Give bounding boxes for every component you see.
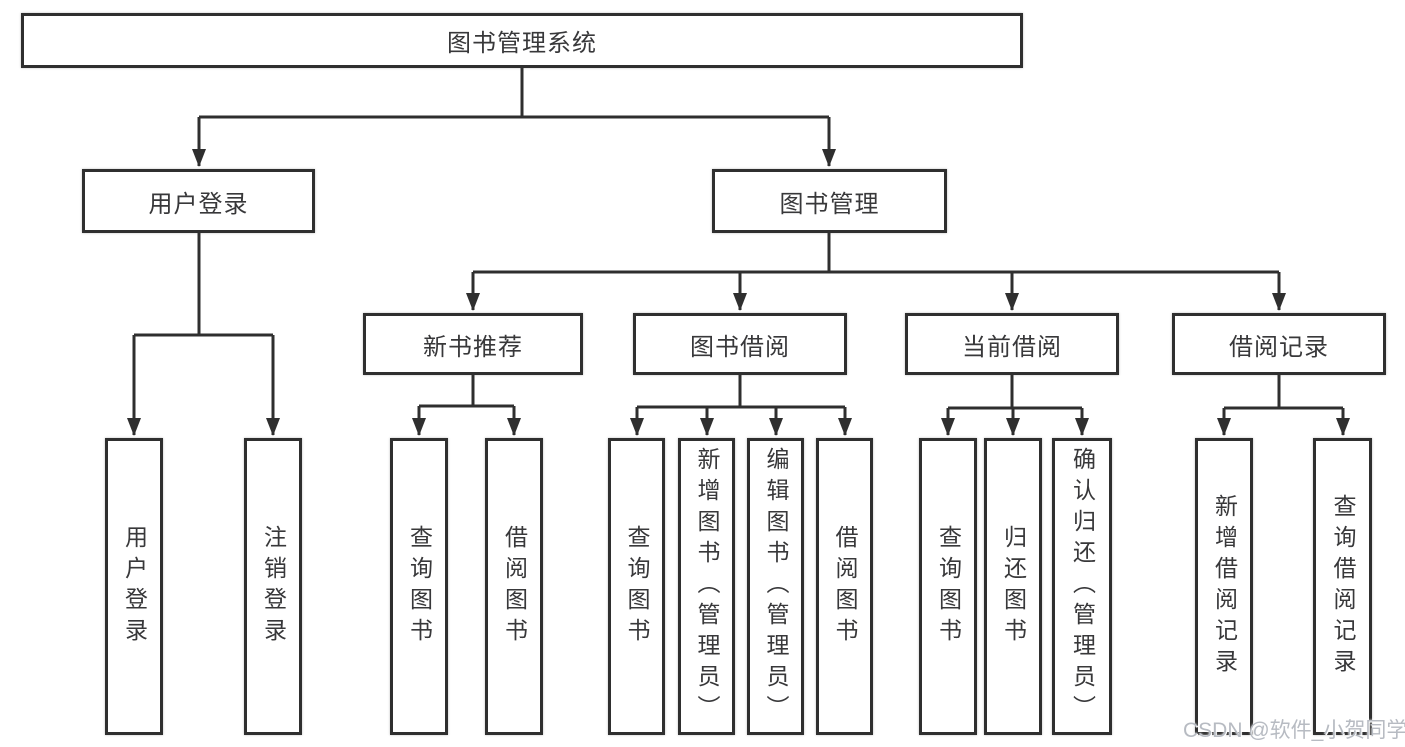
book-borrow-branch-lines <box>630 375 852 436</box>
leaf-edit-books-admin: 编辑图书（管理员） <box>747 438 804 735</box>
node-label: 归还图书 <box>1000 524 1027 649</box>
node-label: 确认归还（管理员） <box>1069 447 1096 726</box>
leaf-confirm-return-admin: 确认归还（管理员） <box>1052 438 1112 735</box>
node-label: 图书管理系统 <box>447 30 597 57</box>
new-book-branch-lines <box>412 375 521 436</box>
node-label: 编辑图书（管理员） <box>763 447 789 726</box>
leaf-logout: 注销登录 <box>244 438 302 735</box>
node-label: 图书管理 <box>779 190 880 218</box>
node-label: 查询图书 <box>624 524 650 649</box>
user-login-branch-lines <box>127 233 280 436</box>
leaf-return-books: 归还图书 <box>984 438 1042 735</box>
node-label: 用户登录 <box>121 524 148 649</box>
node-label: 新增借阅记录 <box>1211 493 1238 680</box>
leaf-borrow-books: 借阅图书 <box>816 438 873 735</box>
node-label: 新书推荐 <box>423 333 523 361</box>
node-borrowing-records: 借阅记录 <box>1172 313 1386 375</box>
node-new-book-recommend: 新书推荐 <box>363 313 583 375</box>
node-current-borrowing: 当前借阅 <box>905 313 1119 375</box>
borrow-record-branch-lines <box>1217 375 1350 436</box>
node-label: 图书借阅 <box>690 333 790 361</box>
node-label: 借阅图书 <box>501 524 528 649</box>
csdn-watermark: CSDN @软件_小贺同学 <box>1183 719 1405 742</box>
node-label: 查询借阅记录 <box>1330 493 1356 680</box>
root-branch-lines <box>192 68 836 167</box>
leaf-query-books-recommend: 查询图书 <box>390 438 448 735</box>
leaf-query-borrow-record: 查询借阅记录 <box>1313 438 1372 735</box>
node-book-borrowing: 图书借阅 <box>633 313 847 375</box>
node-label: 当前借阅 <box>962 333 1062 361</box>
node-library-management-system: 图书管理系统 <box>21 13 1023 68</box>
leaf-query-books-borrowing: 查询图书 <box>608 438 665 735</box>
node-label: 用户登录 <box>148 190 249 218</box>
leaf-user-login: 用户登录 <box>105 438 163 735</box>
node-label: 查询图书 <box>406 524 433 649</box>
leaf-add-books-admin: 新增图书（管理员） <box>678 438 735 735</box>
node-label: 借阅记录 <box>1229 333 1329 361</box>
node-label: 查询图书 <box>935 524 962 649</box>
node-label: 注销登录 <box>260 524 287 649</box>
leaf-query-books-current: 查询图书 <box>919 438 977 735</box>
book-mgmt-branch-lines <box>466 233 1286 311</box>
leaf-borrow-books-recommend: 借阅图书 <box>485 438 543 735</box>
node-book-management: 图书管理 <box>712 169 947 233</box>
node-user-login: 用户登录 <box>82 169 315 233</box>
node-label: 新增图书（管理员） <box>694 447 720 726</box>
node-label: 借阅图书 <box>832 524 858 649</box>
current-borrow-branch-lines <box>941 375 1089 436</box>
leaf-add-borrow-record: 新增借阅记录 <box>1195 438 1253 735</box>
